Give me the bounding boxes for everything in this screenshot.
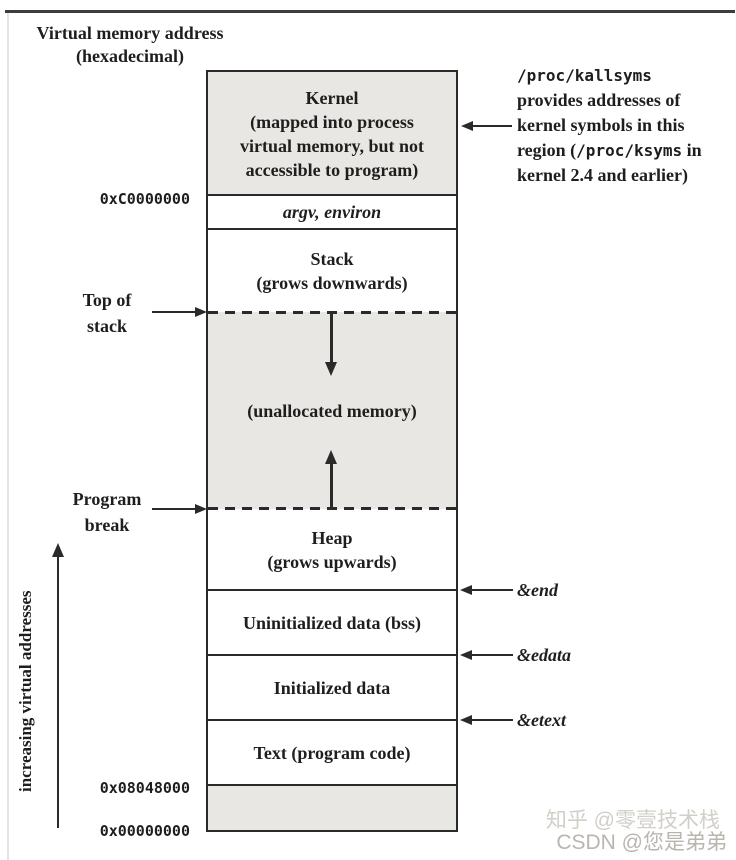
etext-arrow-icon — [460, 715, 472, 725]
bss-label: Uninitialized data (bss) — [242, 612, 422, 633]
program-break-arrow-icon — [195, 504, 207, 514]
segment-text: Text (program code) — [208, 720, 456, 785]
segment-reserved-low — [208, 785, 456, 830]
end-arrow-icon — [460, 585, 472, 595]
boundary-data-text — [208, 719, 456, 721]
segment-stack: Stack (grows downwards) — [208, 229, 456, 312]
kallsyms-note-line4: region (/proc/ksyms in — [517, 138, 733, 163]
segment-initialized-data: Initialized data — [208, 655, 456, 720]
kallsyms-note-line4-post: in — [682, 140, 702, 160]
address-text-base: 0x08048000 — [99, 779, 190, 797]
unallocated-label: (unallocated memory) — [247, 400, 417, 421]
end-symbol-label: &end — [517, 580, 559, 600]
etext-symbol-label: &etext — [517, 710, 566, 730]
kallsyms-note-line4-mono: /proc/ksyms — [576, 141, 683, 160]
stack-grow-arrow-icon — [325, 362, 337, 376]
diagram-title-line2: (hexadecimal) — [76, 46, 184, 66]
kernel-sublabel: (mapped into process virtual memory, but… — [240, 111, 424, 180]
segment-bss: Uninitialized data (bss) — [208, 590, 456, 655]
axis-arrow-line — [57, 556, 59, 828]
edata-arrow-line — [471, 654, 513, 656]
edata-symbol-label: &edata — [517, 645, 571, 665]
argv-environ-label: argv, environ — [282, 202, 382, 222]
text-segment-label: Text (program code) — [253, 742, 411, 763]
top-of-stack-arrow-line — [152, 311, 196, 313]
watermark-csdn: CSDN @您是弟弟 — [556, 831, 727, 854]
program-break-arrow-line — [152, 508, 196, 510]
top-of-stack-arrow-icon — [195, 307, 207, 317]
kallsyms-note-line2: provides addresses of — [517, 90, 681, 110]
initialized-data-label: Initialized data — [273, 677, 391, 698]
heap-sublabel: (grows upwards) — [267, 551, 397, 572]
program-break-line2: break — [84, 515, 130, 535]
segment-heap: Heap (grows upwards) — [208, 509, 456, 590]
axis-label: increasing virtual addresses — [16, 590, 35, 792]
diagram-title-line1: Virtual memory address — [36, 23, 224, 43]
boundary-heap-bss — [208, 589, 456, 591]
edata-arrow-icon — [460, 650, 472, 660]
kernel-label: Kernel — [305, 87, 359, 108]
boundary-bss-data — [208, 654, 456, 656]
etext-arrow-line — [471, 719, 513, 721]
program-break-line1: Program — [72, 489, 142, 509]
diagram-title: Virtual memory address (hexadecimal) — [24, 22, 236, 68]
boundary-top-of-stack-dashed — [208, 311, 456, 314]
boundary-argv-stack — [208, 228, 456, 230]
address-zero: 0x00000000 — [99, 822, 190, 840]
heap-grow-arrow-line — [330, 462, 333, 509]
kallsyms-arrow-icon — [461, 121, 473, 131]
kallsyms-note: /proc/kallsyms provides addresses of ker… — [517, 63, 733, 188]
heap-label: Heap — [311, 527, 353, 548]
kallsyms-arrow-line — [472, 125, 512, 127]
left-edge-line — [7, 13, 9, 860]
watermark-zhihu: 知乎 @零壹技术栈 — [545, 809, 720, 832]
heap-grow-arrow-icon — [325, 450, 337, 464]
memory-map-column: Kernel (mapped into process virtual memo… — [206, 70, 458, 832]
stack-sublabel: (grows downwards) — [256, 272, 408, 293]
program-break-label: Program break — [62, 486, 152, 538]
end-arrow-line — [471, 589, 513, 591]
top-of-stack-line2: stack — [87, 316, 127, 336]
top-of-stack-line1: Top of — [82, 290, 132, 310]
boundary-kernel-argv — [208, 194, 456, 196]
axis-arrow-icon — [52, 543, 64, 557]
kallsyms-note-line1: /proc/kallsyms — [517, 66, 652, 85]
kallsyms-note-line4-pre: region ( — [517, 140, 577, 160]
stack-label: Stack — [310, 248, 354, 269]
top-divider — [5, 10, 735, 13]
top-of-stack-label: Top of stack — [62, 287, 152, 339]
address-kernel-base: 0xC0000000 — [99, 190, 190, 208]
segment-kernel: Kernel (mapped into process virtual memo… — [208, 72, 456, 195]
stack-grow-arrow-line — [330, 313, 333, 363]
kallsyms-note-line5: kernel 2.4 and earlier) — [517, 165, 688, 185]
segment-argv-environ: argv, environ — [208, 195, 456, 229]
kallsyms-note-line3: kernel symbols in this — [517, 115, 685, 135]
boundary-text-reserved — [208, 784, 456, 786]
